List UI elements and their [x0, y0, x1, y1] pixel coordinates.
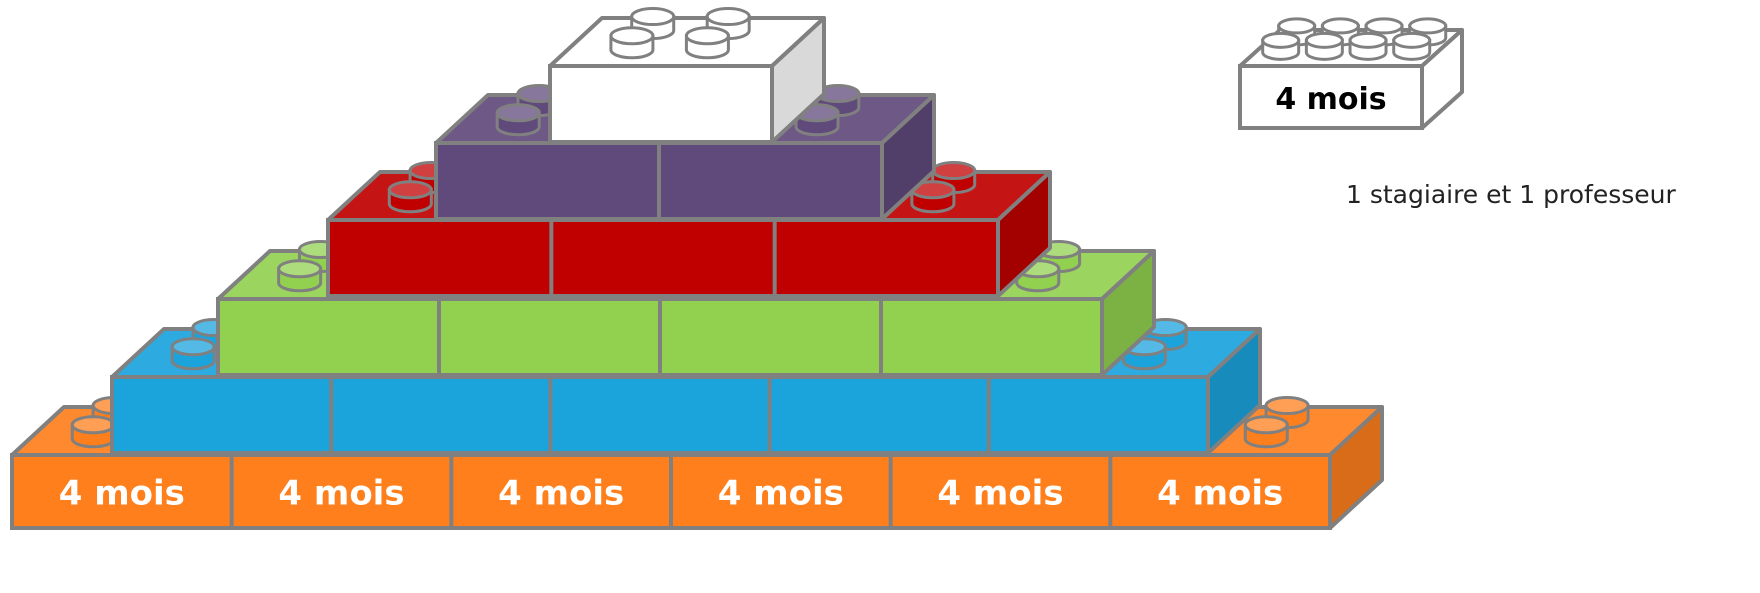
brick-row-front — [548, 64, 774, 144]
legend-brick: 4 mois — [1238, 17, 1464, 130]
stud — [170, 337, 216, 371]
stud — [1392, 31, 1432, 61]
stud — [70, 415, 116, 449]
stud — [495, 103, 541, 137]
brick-row-side — [1206, 327, 1262, 455]
brick-label: 4 mois — [59, 474, 185, 514]
brick-row-side — [770, 16, 826, 144]
brick-row-side — [1100, 249, 1156, 377]
brick-label: 4 mois — [498, 474, 624, 514]
stud — [1261, 31, 1301, 61]
legend-caption: 1 stagiaire et 1 professeur — [1346, 180, 1676, 209]
legend-brick-label: 4 mois — [1275, 82, 1386, 117]
brick-row-side — [1328, 405, 1384, 530]
brick-label: 4 mois — [937, 474, 1063, 514]
brick-row-front — [326, 218, 1000, 298]
brick-label: 4 mois — [718, 474, 844, 514]
stud — [1304, 31, 1344, 61]
brick-label: 4 mois — [1157, 474, 1283, 514]
brick-label: 4 mois — [278, 474, 404, 514]
stud — [1348, 31, 1388, 61]
stud — [277, 259, 323, 293]
brick-row-front — [110, 375, 1210, 455]
brick-row-6 — [548, 7, 826, 144]
pyramid: 4 mois 4 mois 4 mois 4 mois 4 mois 4 mois — [10, 7, 1384, 530]
stud — [684, 26, 730, 60]
stud — [1243, 415, 1289, 449]
brick-row-side — [996, 170, 1052, 298]
stud — [609, 26, 655, 60]
stud — [387, 180, 433, 214]
brick-row-side — [880, 93, 936, 221]
